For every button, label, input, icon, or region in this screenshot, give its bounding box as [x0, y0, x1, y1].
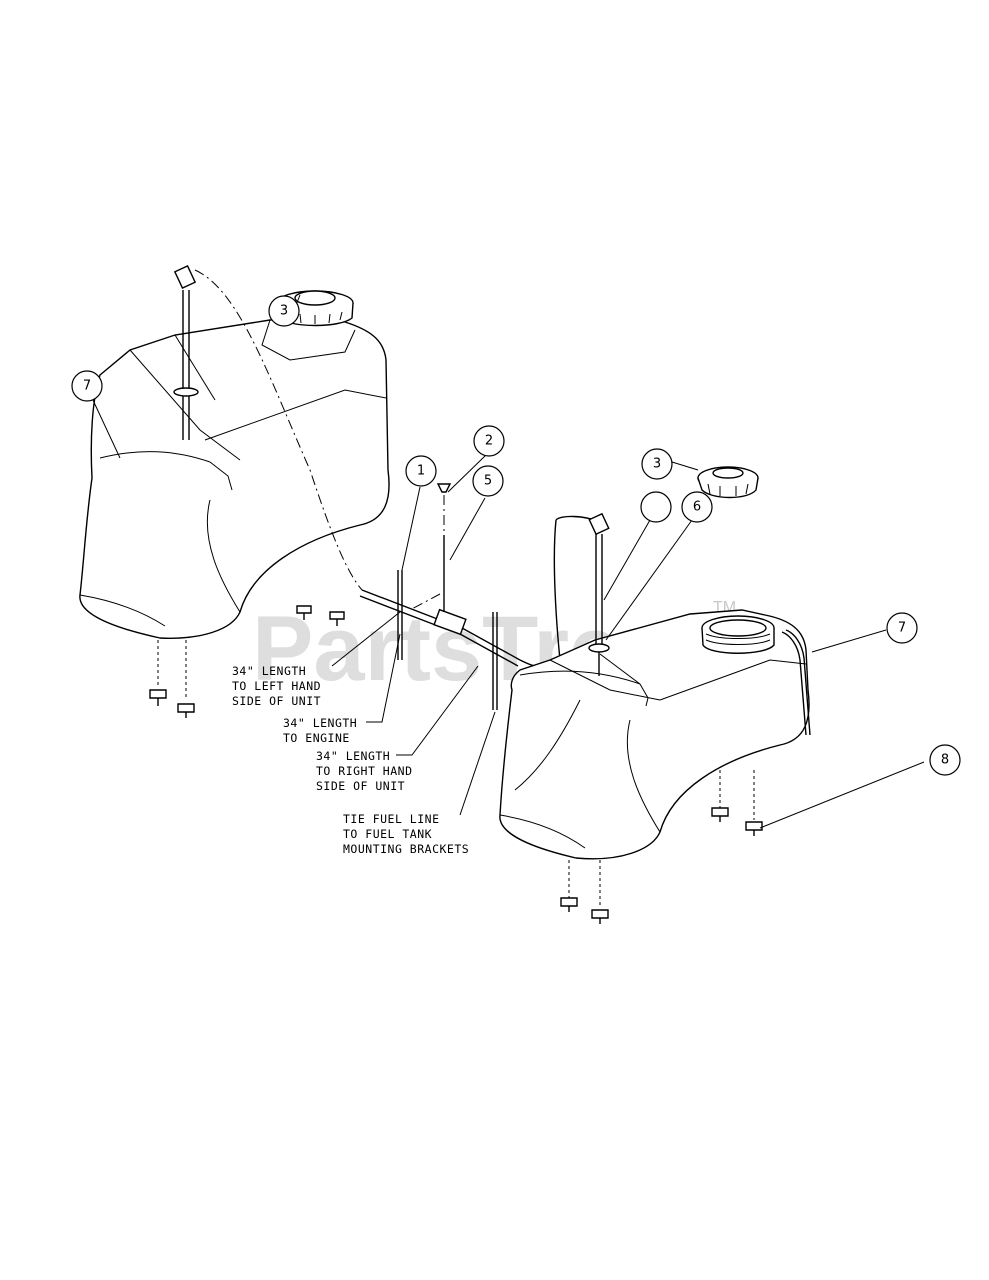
callout-screw-number: 8 [941, 753, 949, 768]
note-tie-line-3: MOUNTING BRACKETS [343, 842, 469, 856]
right-tank-fuel-cap [697, 466, 759, 499]
callout-right-tank: 7 [886, 612, 918, 644]
callout-left-cap: 3 [268, 295, 300, 327]
right-tank-fuel-line [781, 629, 811, 736]
leader-lines [91, 294, 925, 829]
note-engine-line-1: 34" LENGTH [283, 716, 357, 730]
right-tank-fuel-valve [588, 512, 610, 676]
left-fuel-tank [79, 315, 390, 639]
note-tie-line-2: TO FUEL TANK [343, 827, 432, 841]
note-tie-line-1: TIE FUEL LINE [343, 812, 440, 826]
note-right-hand-line-1: 34" LENGTH [316, 749, 390, 763]
callout-right-valve [640, 491, 672, 523]
callout-left-cap-number: 3 [280, 304, 288, 319]
callout-clip-number: 2 [485, 434, 493, 449]
left-tank-fuel-valve [173, 264, 363, 591]
note-left-hand-line-1: 34" LENGTH [232, 664, 306, 678]
note-right-hand-line-2: TO RIGHT HAND [316, 764, 413, 778]
callout-fuel-line-number: 1 [417, 464, 425, 479]
note-left-hand-line-2: TO LEFT HAND [232, 679, 321, 693]
callout-right-bushing: 6 [681, 491, 713, 523]
note-engine-line-2: TO ENGINE [283, 731, 350, 745]
note-left-hand-line-3: SIDE OF UNIT [232, 694, 321, 708]
left-tank-screws [149, 605, 345, 718]
callout-fuel-line: 1 [405, 455, 437, 487]
callout-screw: 8 [929, 744, 961, 776]
callout-right-cap: 3 [641, 448, 673, 480]
right-tank-screws [560, 770, 763, 924]
callout-right-bushing-number: 6 [693, 500, 701, 515]
callout-clip: 2 [473, 425, 505, 457]
callout-fuel-filter-number: 5 [484, 474, 492, 489]
callout-right-cap-number: 3 [653, 457, 661, 472]
callout-fuel-filter: 5 [472, 465, 504, 497]
callout-left-tank-number: 7 [83, 379, 91, 394]
callout-right-tank-number: 7 [898, 621, 906, 636]
note-left-hand: 34" LENGTH TO LEFT HAND SIDE OF UNIT [232, 664, 321, 708]
note-tie-fuel-line: TIE FUEL LINE TO FUEL TANK MOUNTING BRAC… [343, 812, 469, 856]
note-engine: 34" LENGTH TO ENGINE [283, 716, 357, 745]
callout-left-tank: 7 [71, 370, 103, 402]
note-right-hand: 34" LENGTH TO RIGHT HAND SIDE OF UNIT [316, 749, 413, 793]
note-right-hand-line-3: SIDE OF UNIT [316, 779, 405, 793]
right-fuel-tank [499, 609, 810, 860]
right-tank-filler-neck [701, 615, 775, 654]
